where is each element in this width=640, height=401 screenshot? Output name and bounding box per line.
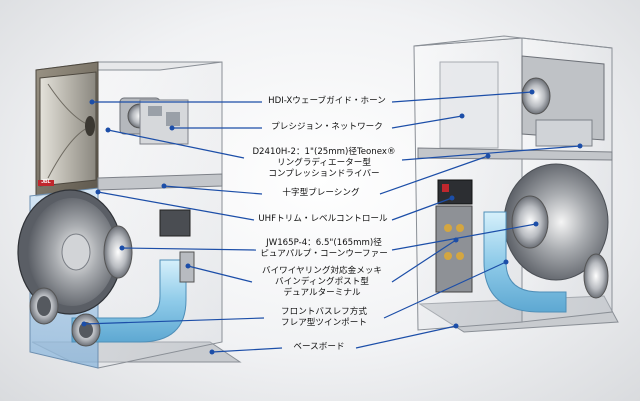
label-port-line2: フレア型ツインポート: [281, 318, 367, 328]
label-horn: HDI-Xウェーブガイド・ホーン: [268, 96, 386, 106]
left-badge: [38, 180, 54, 186]
label-terminal-line3: デュアルターミナル: [283, 288, 361, 298]
label-terminal-line2: バインディングポスト型: [275, 277, 369, 287]
right-cross-bracing: [417, 147, 613, 161]
right-rear-plate: [439, 61, 499, 149]
label-driver-line1: D2410H-2：1"(25mm)径Teonex®: [252, 147, 396, 157]
leader-lines: [81, 89, 583, 355]
left-network-board: [139, 99, 189, 145]
left-badge-text: JBL: [41, 179, 51, 185]
left-woofer-magnet: [103, 225, 133, 279]
right-speaker: [413, 35, 619, 333]
label-driver-line2: リングラディエーター型: [277, 158, 371, 168]
label-woofer-line2: ピュアパルプ・コーンウーファー: [260, 249, 388, 259]
left-uhf-control: [159, 209, 191, 237]
label-base: ベースボード: [293, 342, 345, 352]
right-port-tube: [483, 211, 567, 313]
right-port-mouth: [583, 253, 609, 299]
left-horn-throat: [85, 116, 95, 136]
left-cross-bracing: [97, 173, 223, 191]
label-terminal-line1: バイワイヤリング対応金メッキ: [261, 266, 383, 276]
label-uhf: UHFトリム・レベルコントロール: [258, 214, 388, 224]
left-horn: [39, 71, 97, 187]
right-network-board: [535, 119, 593, 147]
label-driver-line3: コンプレッションドライバー: [268, 169, 380, 179]
right-horn: [521, 55, 605, 141]
right-woofer-magnet: [511, 195, 549, 249]
label-woofer: JW165P-4：6.5"(165mm)径 ピュアパルプ・コーンウーファー: [258, 238, 390, 260]
label-woofer-line1: JW165P-4：6.5"(165mm)径: [266, 238, 382, 248]
right-compression-driver: [521, 77, 551, 115]
label-network: プレシジョン・ネットワーク: [271, 122, 383, 132]
label-driver: D2410H-2：1"(25mm)径Teonex® リングラディエーター型 コン…: [246, 147, 402, 180]
right-cabinet-top: [413, 35, 613, 49]
label-port: フロントバスレフ方式 フレア型ツインポート: [266, 307, 382, 329]
label-bracing: 十字型ブレーシング: [282, 188, 360, 198]
label-port-line1: フロントバスレフ方式: [281, 307, 367, 317]
label-terminal: バイワイヤリング対応金メッキ バインディングポスト型 デュアルターミナル: [254, 266, 390, 299]
